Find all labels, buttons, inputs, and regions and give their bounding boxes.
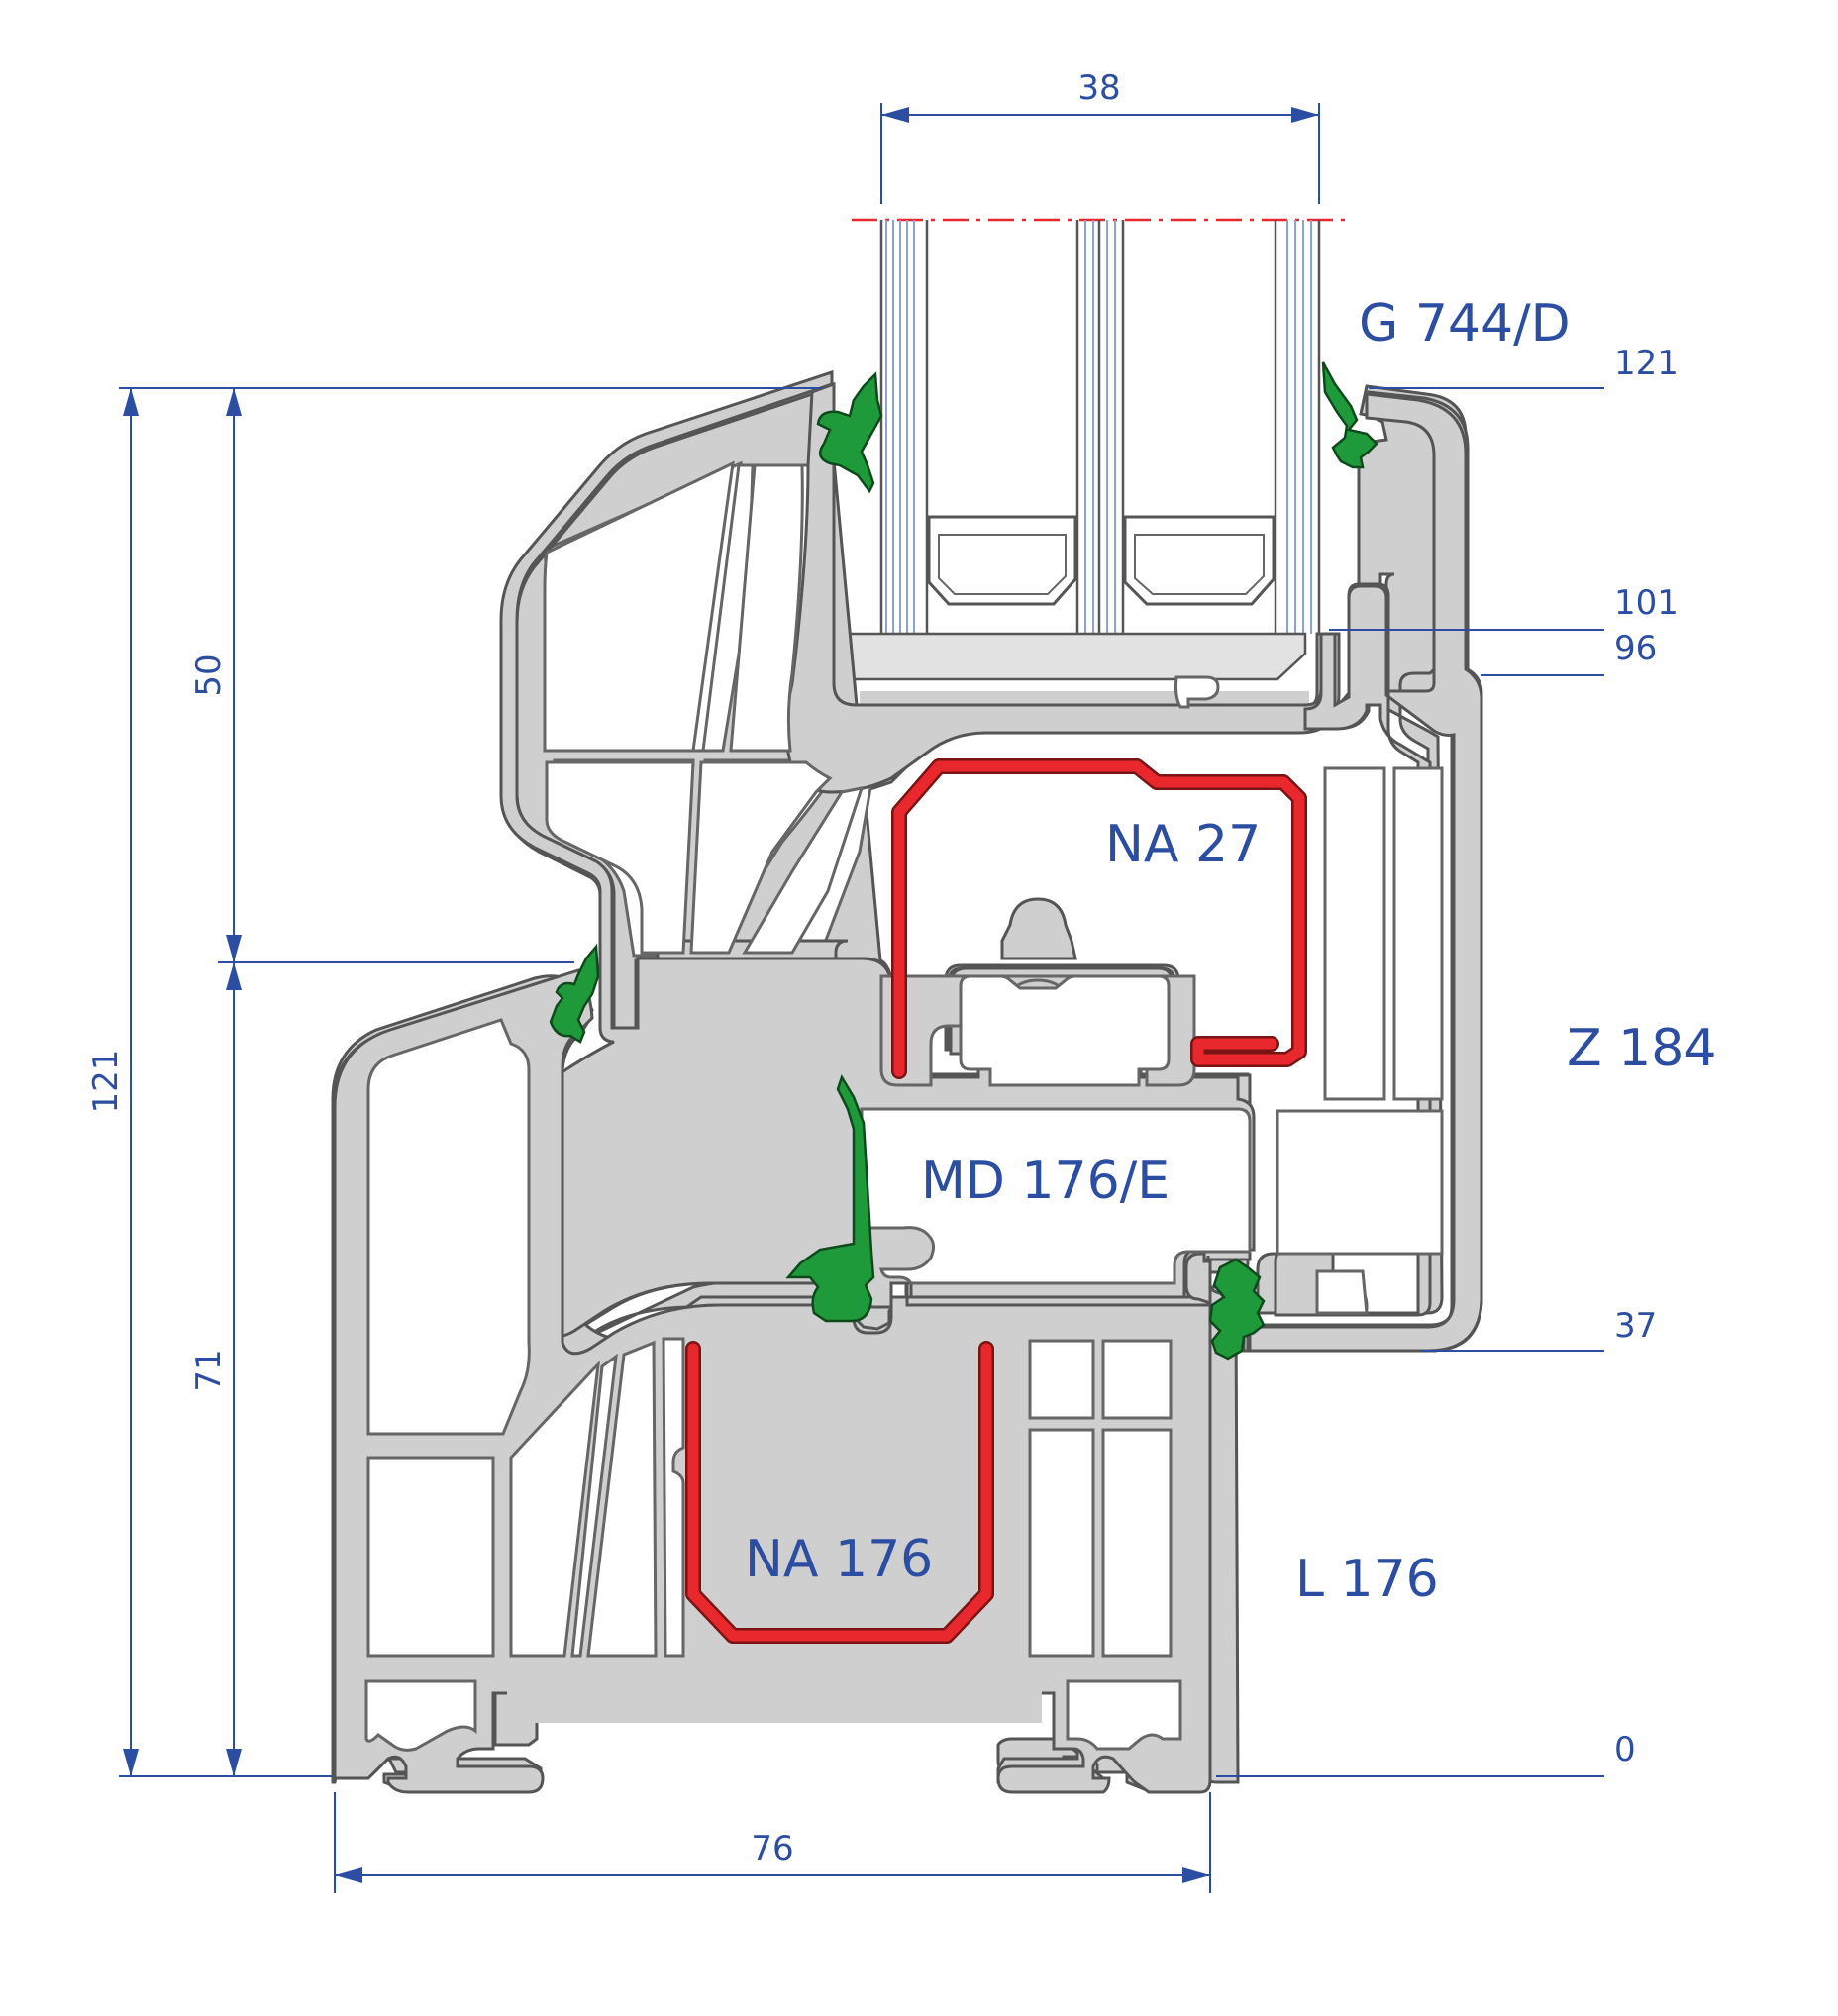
label-frame-profile: L 176 — [1295, 1550, 1439, 1609]
dim-glazing-width: 38 — [1077, 68, 1120, 108]
level-96: 96 — [1614, 629, 1657, 668]
spacer-right — [1123, 515, 1276, 606]
glazing-block-lug — [1174, 675, 1220, 709]
label-sash-profile: MD 176/E — [921, 1152, 1170, 1211]
frame-chambers — [364, 1018, 1182, 1752]
glass-pane-middle — [1075, 220, 1125, 634]
glazing-unit — [838, 218, 1347, 681]
label-glazing: G 744/D — [1359, 294, 1571, 353]
sash-core-lower — [860, 1107, 1252, 1285]
gasket-mid-frame — [549, 943, 600, 1044]
level-labels: 121 101 96 37 0 — [1614, 344, 1679, 1769]
gasket-top-left — [816, 371, 883, 494]
level-37: 37 — [1614, 1306, 1657, 1346]
gasket-sash-inner — [785, 1074, 875, 1323]
reinforcement-na27 — [891, 758, 1307, 1079]
spacer-right-inner — [1134, 534, 1265, 595]
gasket-top-right — [1321, 361, 1378, 469]
outer-frame-chambers — [1276, 766, 1444, 1315]
top-bead-lug — [1000, 897, 1077, 960]
gasket-outer-frame — [1208, 1258, 1266, 1361]
sash-head-chamber — [1016, 715, 1299, 723]
glass-pane-right — [1274, 220, 1321, 634]
level-0: 0 — [1614, 1730, 1636, 1769]
glass-pane-left — [879, 220, 929, 634]
spacer-left — [927, 515, 1077, 606]
sash-core-chamber-inner — [959, 974, 1171, 1087]
dim-sash-height: 50 — [189, 654, 229, 696]
component-labels: G 744/D NA 27 Z 184 MD 176/E NA 176 L 17… — [745, 294, 1716, 1609]
level-121: 121 — [1614, 344, 1679, 383]
label-sash-reinforcement: NA 27 — [1105, 815, 1261, 874]
level-101: 101 — [1614, 583, 1679, 623]
glazing-block — [838, 632, 1307, 681]
spacer-left-inner — [938, 534, 1067, 595]
dim-total-height: 121 — [86, 1050, 126, 1114]
reinforcement-na176 — [685, 1341, 994, 1644]
sash-main-shape — [499, 369, 1256, 1338]
label-frame-reinforcement: NA 176 — [745, 1530, 933, 1589]
gaskets — [549, 361, 1378, 1361]
label-outer-frame: Z 184 — [1567, 1019, 1716, 1078]
dimension-lines — [119, 103, 1604, 1893]
dimension-labels: 38 76 121 50 71 — [86, 68, 1121, 1868]
sash-chambers — [543, 460, 865, 955]
dim-frame-height: 71 — [189, 1349, 229, 1391]
dim-total-width: 76 — [751, 1829, 793, 1868]
